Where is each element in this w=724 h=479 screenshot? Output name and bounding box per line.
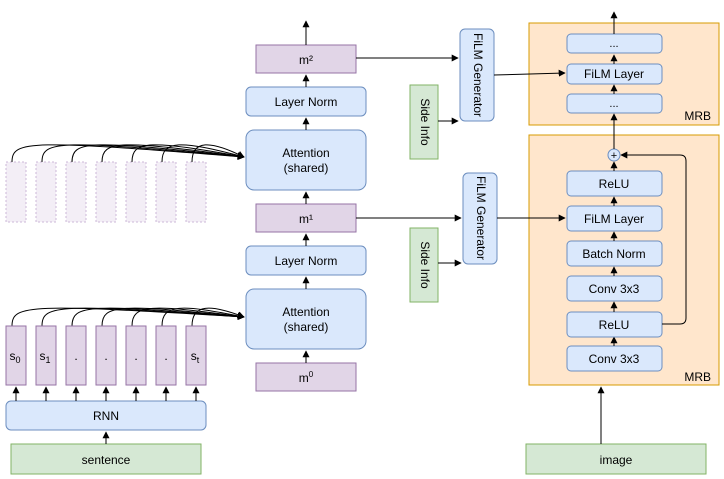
faded-states [5, 161, 207, 223]
attention-upper-line1: Attention [282, 146, 329, 160]
m1-label: m¹ [299, 212, 313, 226]
state-cell [185, 325, 207, 386]
state-label-3: . [104, 349, 107, 363]
mrb-bottom-label: MRB [684, 370, 711, 384]
attention-lower-line2: (shared) [284, 320, 329, 334]
arrow-film-filmlayer-upper [493, 69, 566, 77]
layernorm-lower-label: Layer Norm [275, 254, 338, 268]
m2-box [255, 44, 357, 74]
film-generator-lower-label: FiLM Generator [474, 176, 488, 260]
film-generator-upper-label: FiLM Generator [471, 33, 485, 117]
mrb-top-layers: ... FiLM Layer ... [566, 11, 663, 114]
lower-attention-connections [11, 307, 245, 327]
state-label-1: s1 [39, 349, 50, 365]
residual-connection [620, 151, 687, 325]
state-cells: s0 s1 . . . . st [5, 325, 207, 386]
side-info-upper-box [409, 84, 439, 160]
state-cell [155, 325, 177, 386]
image-label: image [600, 453, 633, 467]
state-cell [125, 325, 147, 386]
mrb-bottom-layers: Conv 3x3 ReLU Conv 3x3 Batch Norm FiLM L… [566, 161, 663, 372]
svg-text:FiLM Layer: FiLM Layer [584, 67, 644, 81]
state-cell [5, 325, 27, 386]
attention-lower-box [245, 288, 367, 350]
svg-text:Conv 3x3: Conv 3x3 [589, 282, 640, 296]
state-cell [95, 325, 117, 386]
m2-label: m² [299, 53, 313, 67]
state-label-5: . [164, 349, 167, 363]
attention-upper-line2: (shared) [284, 161, 329, 175]
svg-text:...: ... [609, 98, 618, 110]
m1-box [255, 203, 357, 233]
svg-text:ReLU: ReLU [599, 177, 630, 191]
state-label-4: . [134, 349, 137, 363]
rnn-state-arrows [12, 386, 200, 401]
state-label-6: st [191, 349, 200, 365]
sum-symbol: + [611, 150, 617, 162]
svg-text:Conv 3x3: Conv 3x3 [589, 352, 640, 366]
svg-text:ReLU: ReLU [599, 318, 630, 332]
svg-text:Batch Norm: Batch Norm [582, 247, 645, 261]
layernorm-upper-label: Layer Norm [275, 95, 338, 109]
state-cell [35, 325, 57, 386]
attention-upper-box [245, 129, 367, 191]
side-info-lower-label: Side Info [418, 241, 432, 289]
sentence-label: sentence [82, 453, 131, 467]
state-label-2: . [74, 349, 77, 363]
state-label-0: s0 [9, 349, 20, 365]
side-info-lower-box [409, 227, 439, 303]
svg-text:FiLM Layer: FiLM Layer [584, 212, 644, 226]
side-info-upper-label: Side Info [418, 98, 432, 146]
mrb-top-label: MRB [684, 109, 711, 123]
upper-attention-connections [11, 144, 245, 163]
m0-label: m0 [299, 370, 314, 385]
state-cell [65, 325, 87, 386]
svg-text:...: ... [609, 38, 618, 50]
attention-lower-line1: Attention [282, 305, 329, 319]
m0-box [255, 362, 357, 392]
rnn-label: RNN [93, 409, 119, 423]
image-box [525, 443, 707, 475]
